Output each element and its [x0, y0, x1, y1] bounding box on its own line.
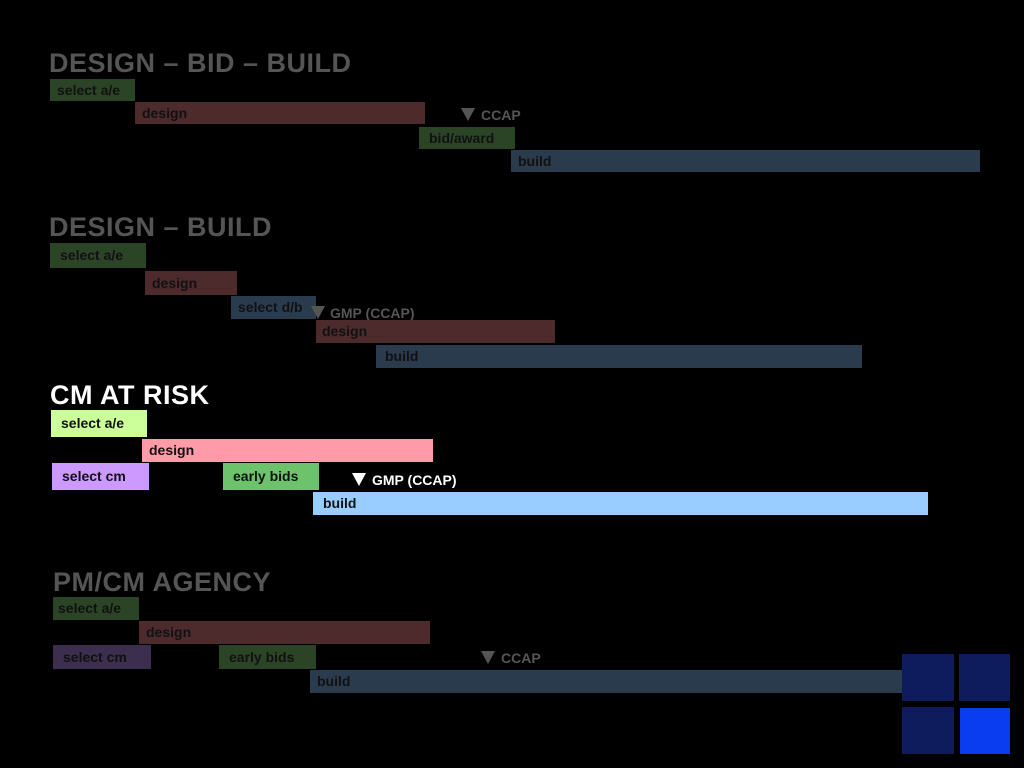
bar-select-ae: select a/e	[53, 597, 139, 620]
down-triangle-icon	[311, 306, 325, 319]
bar-select-ae: select a/e	[50, 79, 135, 101]
bar-select-cm: select cm	[53, 645, 151, 669]
down-triangle-icon	[481, 651, 495, 664]
bar-design: design	[145, 271, 237, 295]
section-title-pm-cm-agency: PM/CM AGENCY	[53, 567, 272, 597]
logo-square-top-left	[902, 654, 954, 701]
bar-bid-award: bid/award	[419, 127, 515, 149]
marker-label: CCAP	[501, 650, 541, 666]
gmp-ccap-marker: GMP (CCAP)	[352, 471, 457, 489]
bar-design-build: design	[316, 320, 555, 343]
gmp-ccap-marker: GMP (CCAP)	[311, 304, 415, 322]
marker-label: CCAP	[481, 107, 521, 123]
section-title-cm-at-risk: CM AT RISK	[50, 380, 210, 410]
bar-design: design	[142, 439, 433, 462]
marker-label: GMP (CCAP)	[330, 305, 415, 321]
down-triangle-icon	[461, 108, 475, 121]
down-triangle-icon	[352, 473, 366, 486]
bar-build: build	[310, 670, 908, 693]
four-square-logo	[902, 654, 1012, 756]
logo-square-bottom-left	[902, 707, 954, 754]
bar-select-ae: select a/e	[50, 243, 146, 268]
bar-select-cm: select cm	[52, 463, 149, 490]
ccap-marker: CCAP	[461, 106, 521, 124]
bar-build: build	[376, 345, 862, 368]
logo-square-bottom-right	[960, 708, 1010, 754]
logo-square-top-right	[959, 654, 1010, 701]
bar-select-db: select d/b	[231, 296, 316, 319]
bar-design: design	[135, 102, 425, 124]
marker-label: GMP (CCAP)	[372, 472, 457, 488]
bar-early-bids: early bids	[219, 645, 316, 669]
section-title-design-build: DESIGN – BUILD	[49, 212, 273, 242]
bar-select-ae: select a/e	[51, 410, 147, 437]
bar-design: design	[139, 621, 430, 644]
bar-build: build	[313, 492, 928, 515]
section-title-design-bid-build: DESIGN – BID – BUILD	[49, 48, 352, 78]
ccap-marker: CCAP	[481, 649, 541, 667]
bar-build: build	[511, 150, 980, 172]
bar-early-bids: early bids	[223, 463, 319, 490]
